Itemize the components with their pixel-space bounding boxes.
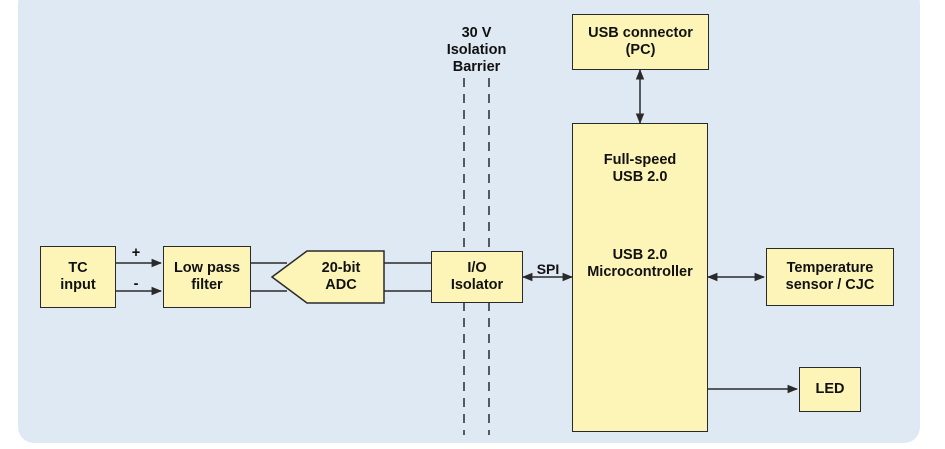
adc-label-line1: 20-bit bbox=[321, 260, 361, 276]
temperature-sensor-sublabel: sensor / CJC bbox=[785, 277, 875, 293]
microcontroller-label: USB 2.0 Microcontroller bbox=[587, 247, 693, 281]
usb-speed-line1: Full-speed bbox=[603, 152, 677, 168]
plus-signal-label: + bbox=[131, 245, 141, 261]
microcontroller-block: Full-speed USB 2.0 USB 2.0 Microcontroll… bbox=[572, 123, 708, 432]
usb-connector-label: USB connector bbox=[588, 25, 693, 41]
temperature-sensor-block: Temperature sensor / CJC bbox=[766, 248, 894, 306]
tc-input-block: TC input bbox=[40, 246, 116, 308]
tc-input-sublabel: input bbox=[60, 277, 96, 293]
adc-block-shape bbox=[270, 250, 385, 304]
temperature-sensor-label: Temperature bbox=[786, 260, 874, 276]
led-label: LED bbox=[815, 381, 845, 397]
barrier-text-isolation: Isolation bbox=[446, 42, 507, 58]
isolator-label: I/O bbox=[467, 260, 487, 276]
filter-sublabel: filter bbox=[191, 277, 223, 293]
diagram-background bbox=[18, 0, 920, 443]
usb-speed-label: Full-speed USB 2.0 bbox=[604, 152, 677, 186]
low-pass-filter-block: Low pass filter bbox=[163, 246, 251, 308]
barrier-text-barrier: Barrier bbox=[452, 59, 501, 75]
usb-speed-line2: USB 2.0 bbox=[612, 169, 668, 185]
spi-label: SPI bbox=[536, 261, 560, 277]
filter-label: Low pass bbox=[173, 260, 241, 276]
led-block: LED bbox=[799, 367, 861, 412]
adc-label: 20-bit ADC bbox=[305, 260, 377, 294]
barrier-voltage: 30 V bbox=[461, 25, 492, 41]
isolation-barrier-label: 30 V Isolation Barrier bbox=[430, 25, 523, 76]
minus-signal-label: - bbox=[133, 276, 139, 292]
usb-connector-sublabel: (PC) bbox=[625, 42, 656, 58]
io-isolator-block: I/O Isolator bbox=[431, 251, 523, 303]
usb-connector-block: USB connector (PC) bbox=[572, 14, 709, 70]
microcontroller-label-line2: Microcontroller bbox=[587, 264, 693, 280]
adc-label-line2: ADC bbox=[325, 277, 357, 293]
isolator-sublabel: Isolator bbox=[450, 277, 504, 293]
microcontroller-label-line1: USB 2.0 bbox=[612, 247, 668, 263]
tc-input-label: TC bbox=[68, 260, 88, 276]
